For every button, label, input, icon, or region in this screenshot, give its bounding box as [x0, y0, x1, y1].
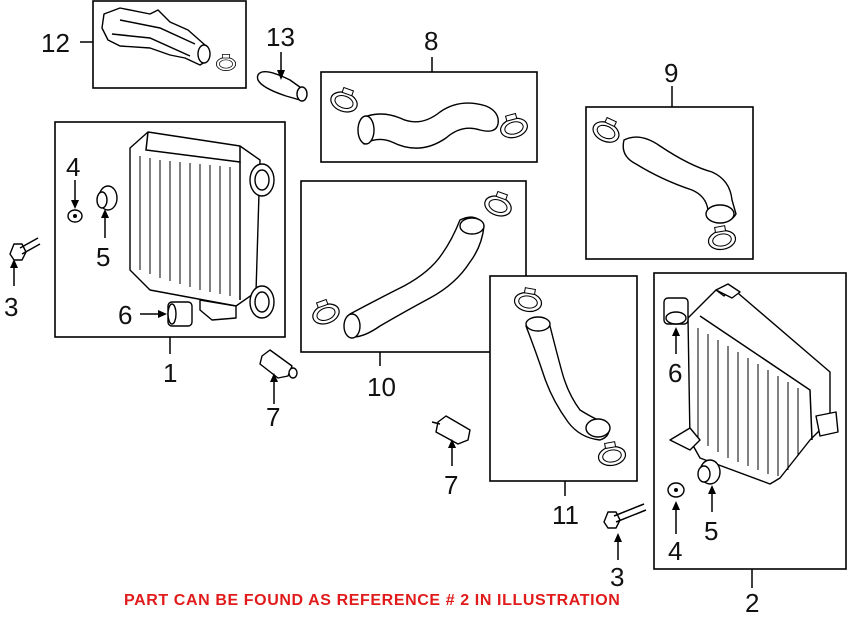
grommet-part-5-right [697, 459, 721, 485]
callout-4-right: 4 [668, 536, 682, 566]
bolt-part-4-left [67, 209, 83, 223]
sensor-part-7-left [259, 349, 298, 379]
callout-11: 11 [552, 500, 579, 530]
callout-9: 9 [664, 58, 678, 88]
bolt-part-3-left [9, 237, 41, 261]
callout-3-right: 3 [610, 562, 624, 592]
callout-7-right: 7 [444, 470, 458, 500]
hose-part-11 [512, 285, 628, 469]
grommet-part-5-left [96, 185, 118, 211]
sensor-part-7-right [431, 415, 471, 445]
hose-part-9 [589, 113, 738, 253]
callout-2: 2 [745, 588, 759, 618]
reference-caption: PART CAN BE FOUND AS REFERENCE # 2 IN IL… [124, 592, 621, 609]
air-duct-part-12 [101, 7, 237, 72]
intercooler-part-1 [129, 131, 275, 321]
callout-13: 13 [266, 22, 295, 52]
callout-7-left: 7 [266, 402, 280, 432]
callout-4-left: 4 [66, 152, 80, 182]
callout-6-left: 6 [118, 300, 132, 330]
hose-part-13 [256, 70, 308, 102]
callout-10: 10 [367, 372, 396, 402]
hose-part-10 [307, 187, 517, 339]
callout-5-right: 5 [704, 516, 718, 546]
bolt-part-3-right [603, 503, 647, 529]
callout-8: 8 [424, 26, 438, 56]
bolt-part-4-right [667, 482, 685, 498]
callout-12: 12 [41, 28, 70, 58]
intercooler-part-2 [669, 283, 839, 485]
mount-part-6-right [663, 297, 689, 325]
hose-part-8 [327, 83, 531, 149]
leader-lines [10, 41, 753, 588]
frame-part-8 [320, 71, 538, 163]
callout-6-right: 6 [668, 358, 682, 388]
mount-part-6-left [167, 301, 193, 327]
callout-5-left: 5 [96, 242, 110, 272]
callout-1: 1 [163, 358, 177, 388]
callout-3-left: 3 [4, 292, 18, 322]
